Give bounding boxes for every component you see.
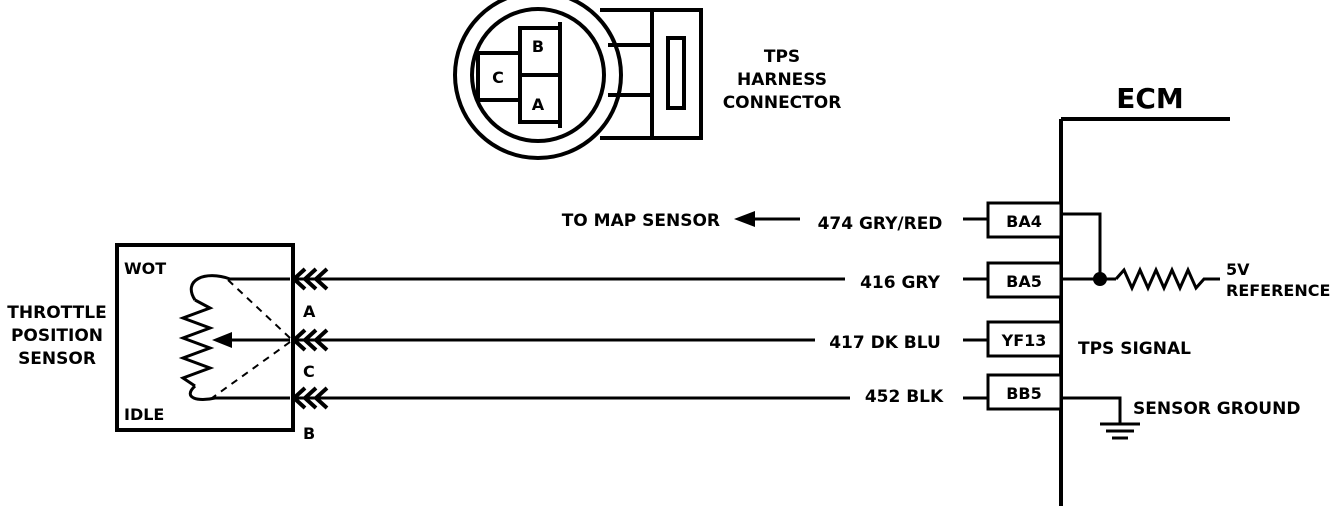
- wot-label: WOT: [124, 259, 166, 278]
- connector-lock-tab: [666, 36, 686, 110]
- sensor-name-line-2: POSITION: [11, 326, 103, 346]
- sensor-terminals: [291, 267, 329, 410]
- reference-label-line-2: REFERENCE: [1226, 281, 1330, 300]
- circuit-416-label: 416 GRY: [860, 273, 941, 293]
- sensor-name-line-3: SENSOR: [18, 349, 96, 369]
- potentiometer: [178, 274, 290, 401]
- resistor-bottom-lead: [188, 384, 290, 401]
- ecm-title: ECM: [1116, 82, 1184, 115]
- pullup-resistor: [1114, 266, 1220, 292]
- pin-ba5-box: [986, 261, 1063, 299]
- idle-label: IDLE: [124, 405, 164, 424]
- reference-circuit: [1061, 212, 1220, 292]
- terminal-a-label: A: [303, 302, 316, 321]
- connector-label-line-1: TPS: [764, 47, 800, 67]
- ground-symbol: [1061, 396, 1140, 440]
- sensor-name-line-1: THROTTLE: [7, 303, 106, 323]
- connector-label-line-2: HARNESS: [737, 70, 827, 90]
- ecm-outline: [1059, 117, 1230, 506]
- cavity-b-label: B: [532, 37, 544, 56]
- pin-yf13-label: YF13: [1001, 331, 1047, 350]
- wiper-travel-path: [211, 279, 291, 399]
- pin-yf13-box: [986, 320, 1063, 358]
- resistor-top-lead: [189, 274, 290, 301]
- cavity-a-label: A: [532, 95, 545, 114]
- pin-bb5-box: [986, 373, 1063, 411]
- pin-ba4-box: [986, 201, 1063, 239]
- terminal-b-label: B: [303, 424, 315, 443]
- wires: [296, 217, 988, 400]
- circuit-474-label: 474 GRY/RED: [818, 214, 943, 234]
- circuit-417-label: 417 DK BLU: [829, 333, 941, 353]
- map-sensor-label: TO MAP SENSOR: [562, 211, 720, 231]
- cavity-c-label: C: [492, 68, 504, 87]
- map-sensor-arrow: [734, 211, 755, 227]
- pin-ba4-label: BA4: [1006, 212, 1042, 231]
- ecm-pin-boxes: [986, 201, 1063, 411]
- sensor-ground-label: SENSOR GROUND: [1133, 399, 1300, 419]
- tps-harness-connector: [453, 0, 703, 160]
- resistor-zigzag: [178, 298, 215, 388]
- ba4-jumper: [1061, 212, 1102, 279]
- terminal-c-label: C: [303, 362, 315, 381]
- circuit-452-label: 452 BLK: [865, 387, 944, 407]
- pin-ba5-label: BA5: [1006, 272, 1042, 291]
- wiper-arrow: [212, 332, 232, 348]
- pin-bb5-label: BB5: [1006, 384, 1042, 403]
- connector-label-line-3: CONNECTOR: [723, 93, 842, 113]
- tps-signal-label: TPS SIGNAL: [1078, 339, 1191, 359]
- connector-outer-ring: [453, 0, 623, 160]
- reference-label-line-1: 5V: [1226, 260, 1250, 279]
- junction-dot: [1093, 272, 1107, 286]
- connector-inner-ring: [470, 7, 606, 143]
- sensor-housing: [115, 243, 295, 432]
